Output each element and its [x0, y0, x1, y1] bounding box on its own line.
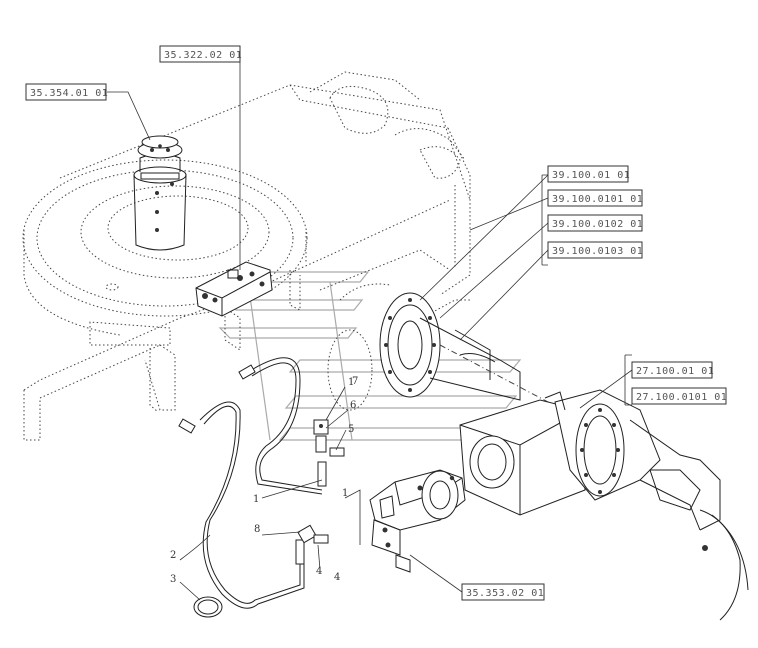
watermark-logo — [218, 271, 522, 441]
ref-box-axle-4[interactable]: 39.100.0103 01 — [547, 241, 643, 259]
hose-assembly — [178, 357, 345, 618]
brake-valve — [369, 469, 466, 573]
callout-1: 1 — [342, 488, 348, 499]
callout-4: 4 — [316, 566, 322, 577]
valve-block — [195, 261, 273, 317]
rear-axle-housing — [459, 389, 749, 621]
callout-5: 5 — [348, 424, 354, 435]
callout-6: 6 — [350, 400, 356, 411]
ref-box-axle-1[interactable]: 39.100.01 01 — [547, 165, 630, 183]
ref-label: 27.100.0101 01 — [636, 392, 727, 403]
ref-label: 39.100.0101 01 — [552, 194, 643, 205]
callout-1: 1 — [348, 377, 354, 388]
ref-label: 39.100.01 01 — [552, 170, 630, 181]
ref-box-brake-valve[interactable]: 35.353.02 01 — [461, 583, 545, 601]
callout-4: 4 — [334, 572, 340, 583]
ref-label: 35.354.01 01 — [30, 88, 108, 99]
ref-box-axle-2[interactable]: 39.100.0101 01 — [547, 189, 643, 207]
ref-label: 35.353.02 01 — [466, 588, 544, 599]
callout-7: 7 — [352, 376, 358, 387]
ref-box-axle-3[interactable]: 39.100.0102 01 — [547, 214, 643, 232]
swivel-joint — [133, 135, 187, 251]
leader-lines — [107, 55, 633, 601]
ref-box-valve[interactable]: 35.322.02 01 — [159, 45, 242, 63]
callout-1: 1 — [253, 494, 259, 505]
ref-label: 27.100.01 01 — [636, 366, 714, 377]
callout-2: 2 — [170, 550, 176, 561]
ref-box-swivel[interactable]: 35.354.01 01 — [25, 83, 108, 101]
ref-box-rear-axle-2[interactable]: 27.100.0101 01 — [631, 387, 727, 405]
ref-label: 35.322.02 01 — [164, 50, 242, 61]
ref-box-rear-axle-1[interactable]: 27.100.01 01 — [631, 361, 714, 379]
callout-3: 3 — [170, 574, 176, 585]
ref-label: 39.100.0103 01 — [552, 246, 643, 257]
ref-label: 39.100.0102 01 — [552, 219, 643, 230]
callout-8: 8 — [254, 524, 260, 535]
turntable-ring — [22, 159, 308, 336]
